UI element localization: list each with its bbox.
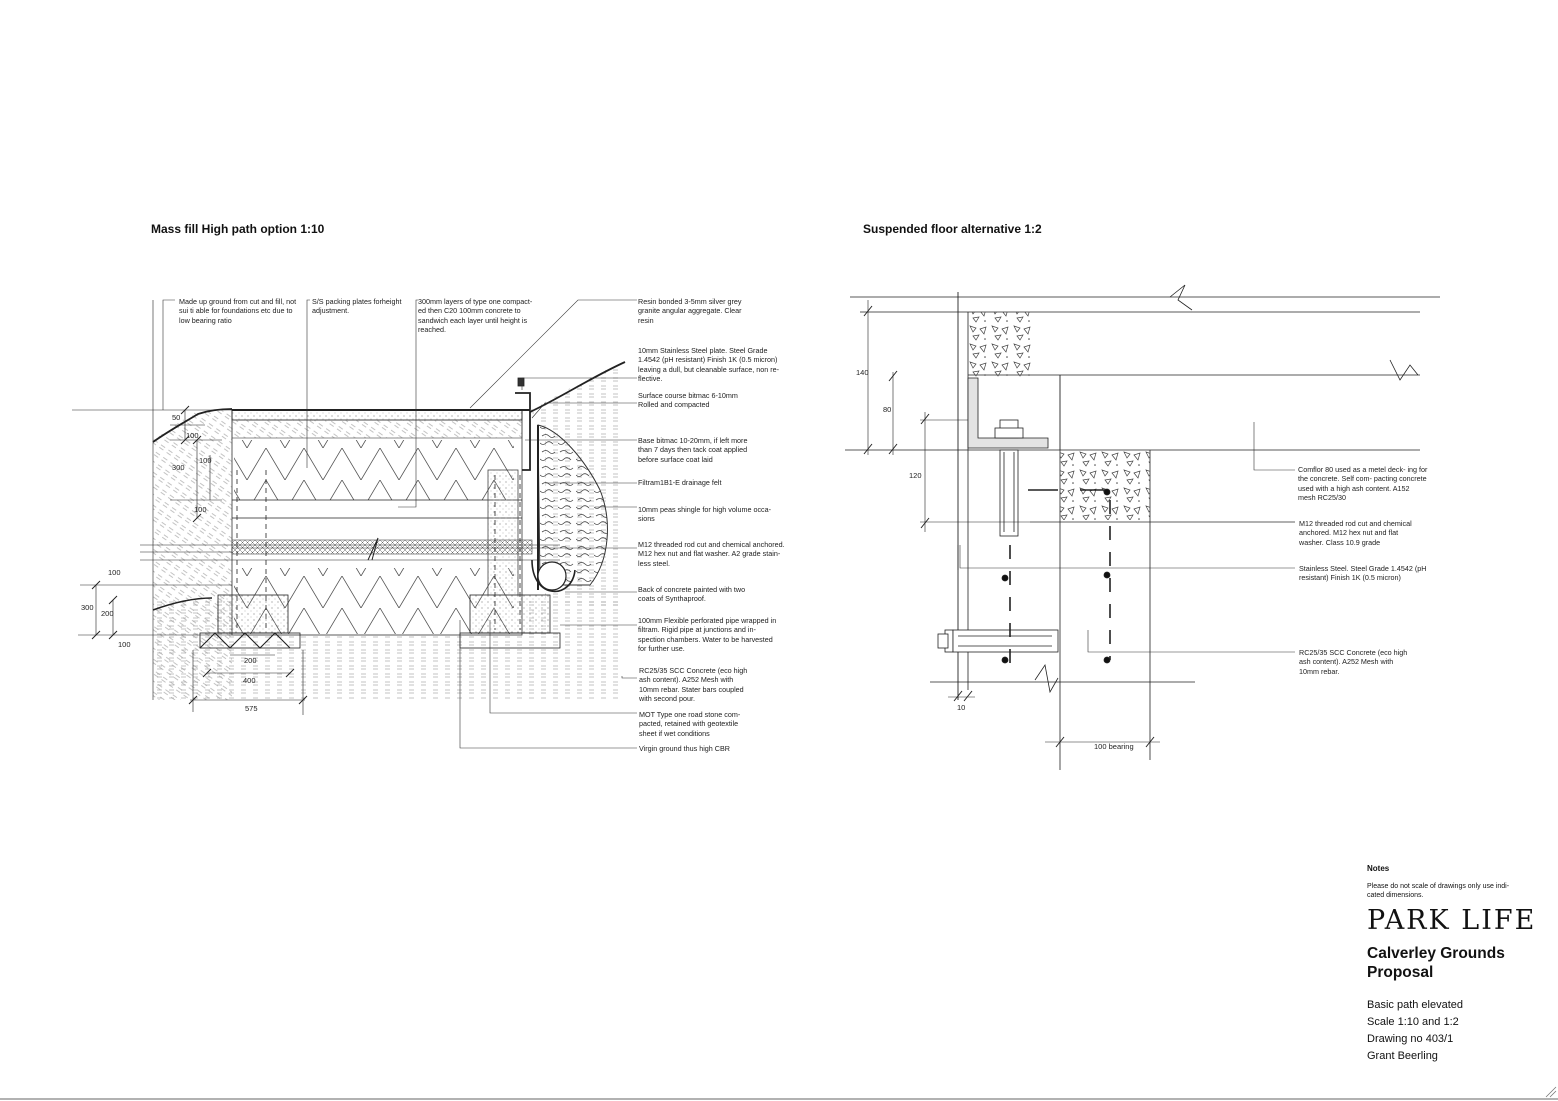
dim-300-b: 300 [81,603,94,612]
dim-100-bearing: 100 bearing [1094,742,1134,751]
dim-120: 120 [909,471,922,480]
note-rc-slab: RC25/35 SCC Concrete (eco high ash conte… [1299,648,1408,676]
drawing-description: Basic path elevated [1367,999,1464,1011]
note-layers: 300mm layers of type one compact- ed the… [418,297,533,334]
note-pea-shingle: 10mm peas shingle for high volume occa- … [638,505,772,524]
dim-50: 50 [172,413,181,422]
note-m12-rod: M12 threaded rod cut and chemical anchor… [638,540,785,568]
note-steel-plate: 10mm Stainless Steel plate. Steel Grade … [638,346,780,383]
dim-100-b: 100 [199,456,212,465]
dim-80: 80 [883,405,892,414]
left-drawing-title: Mass fill High path option 1:10 [151,222,325,236]
note-pipe: 100mm Flexible perforated pipe wrapped i… [638,616,777,653]
note-stainless: Stainless Steel. Steel Grade 1.4542 (pH … [1299,564,1427,583]
dim-300-a: 300 [172,463,185,472]
suspended-floor-section [845,284,1440,770]
resize-corner [1545,1086,1557,1098]
note-filtram: Filtram1B1-E drainage felt [638,478,722,487]
dim-200-a: 200 [101,609,114,618]
note-comflor: Comflor 80 used as a metel deck- ing for… [1298,465,1428,502]
dim-100-a: 100 [186,431,199,440]
drawing-author: Grant Beerling [1367,1050,1438,1062]
drawing-scale: Scale 1:10 and 1:2 [1367,1016,1459,1028]
drawing-number: Drawing no 403/1 [1367,1033,1454,1045]
notes-heading: Notes [1367,864,1390,873]
mass-fill-section [72,300,626,715]
left-leaders [162,299,637,749]
dim-100-e: 100 [118,640,131,649]
note-packing-plates: S/S packing plates forheight adjustment. [312,297,402,316]
note-rc-concrete: RC25/35 SCC Concrete (eco high ash conte… [639,666,748,703]
dim-10: 10 [957,703,966,712]
note-surface-course: Surface course bitmac 6-10mm Rolled and … [638,391,738,410]
note-base-bitmac: Base bitmac 10-20mm, if left more than 7… [638,436,748,464]
drawing-info: Basic path elevated Scale 1:10 and 1:2 D… [1367,997,1463,1065]
project-title: Calverley Grounds Proposal [1367,945,1505,981]
dim-100-d: 100 [108,568,121,577]
note-back-concrete: Back of concrete painted with two coats … [638,585,746,604]
dim-200-b: 200 [244,656,257,665]
right-drawing-title: Suspended floor alternative 1:2 [863,222,1042,236]
note-resin: Resin bonded 3-5mm silver grey granite a… [638,297,742,325]
park-life-logo: PARK LIFE [1367,905,1537,936]
note-mot: MOT Type one road stone com- pacted, ret… [639,710,741,738]
dim-140: 140 [856,368,869,377]
dim-575: 575 [245,704,258,713]
right-leaders [959,422,1295,653]
note-virgin: Virgin ground thus high CBR [639,744,730,753]
dim-400: 400 [243,676,256,685]
dim-100-c: 100 [194,505,207,514]
note-made-up-ground: Made up ground from cut and fill, not su… [179,297,297,325]
notes-text: Please do not scale of drawings only use… [1367,883,1510,899]
note-m12-anchor: M12 threaded rod cut and chemical anchor… [1299,519,1412,547]
